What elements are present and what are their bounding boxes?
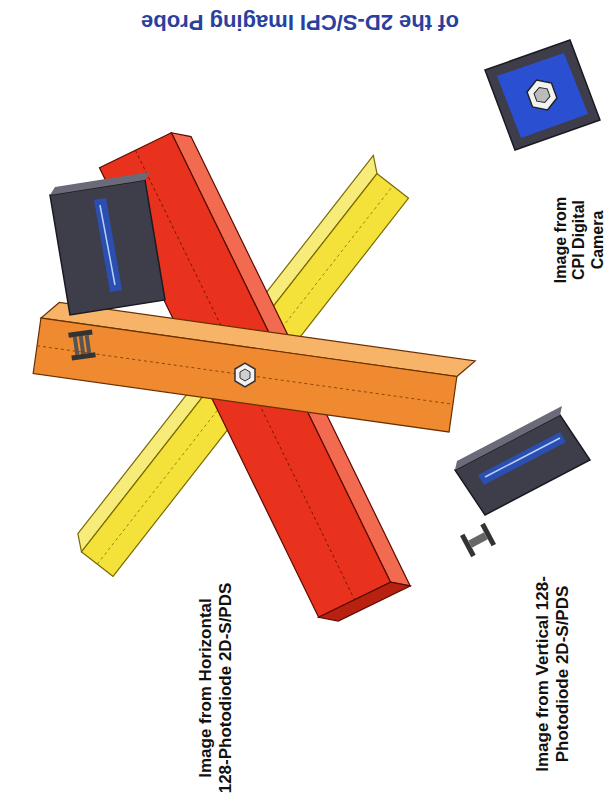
orange-beam [33, 300, 475, 434]
vertical-detector [455, 406, 590, 515]
image-caption: Image from CPI Digital Camera [552, 188, 607, 293]
photodiode-icon [460, 523, 496, 557]
cpi-camera-frame [485, 40, 600, 150]
ice-crystal [235, 363, 255, 387]
horizontal-detector [50, 172, 165, 315]
title: of the 2D-S/CPI Imaging Probe [141, 9, 459, 34]
image-caption: Image from Horizontal 128-Photodiode 2D-… [196, 581, 235, 796]
image-caption: Image from Vertical 128-Photodiode 2D-S/… [533, 567, 572, 782]
photodiode-icon [68, 329, 96, 360]
